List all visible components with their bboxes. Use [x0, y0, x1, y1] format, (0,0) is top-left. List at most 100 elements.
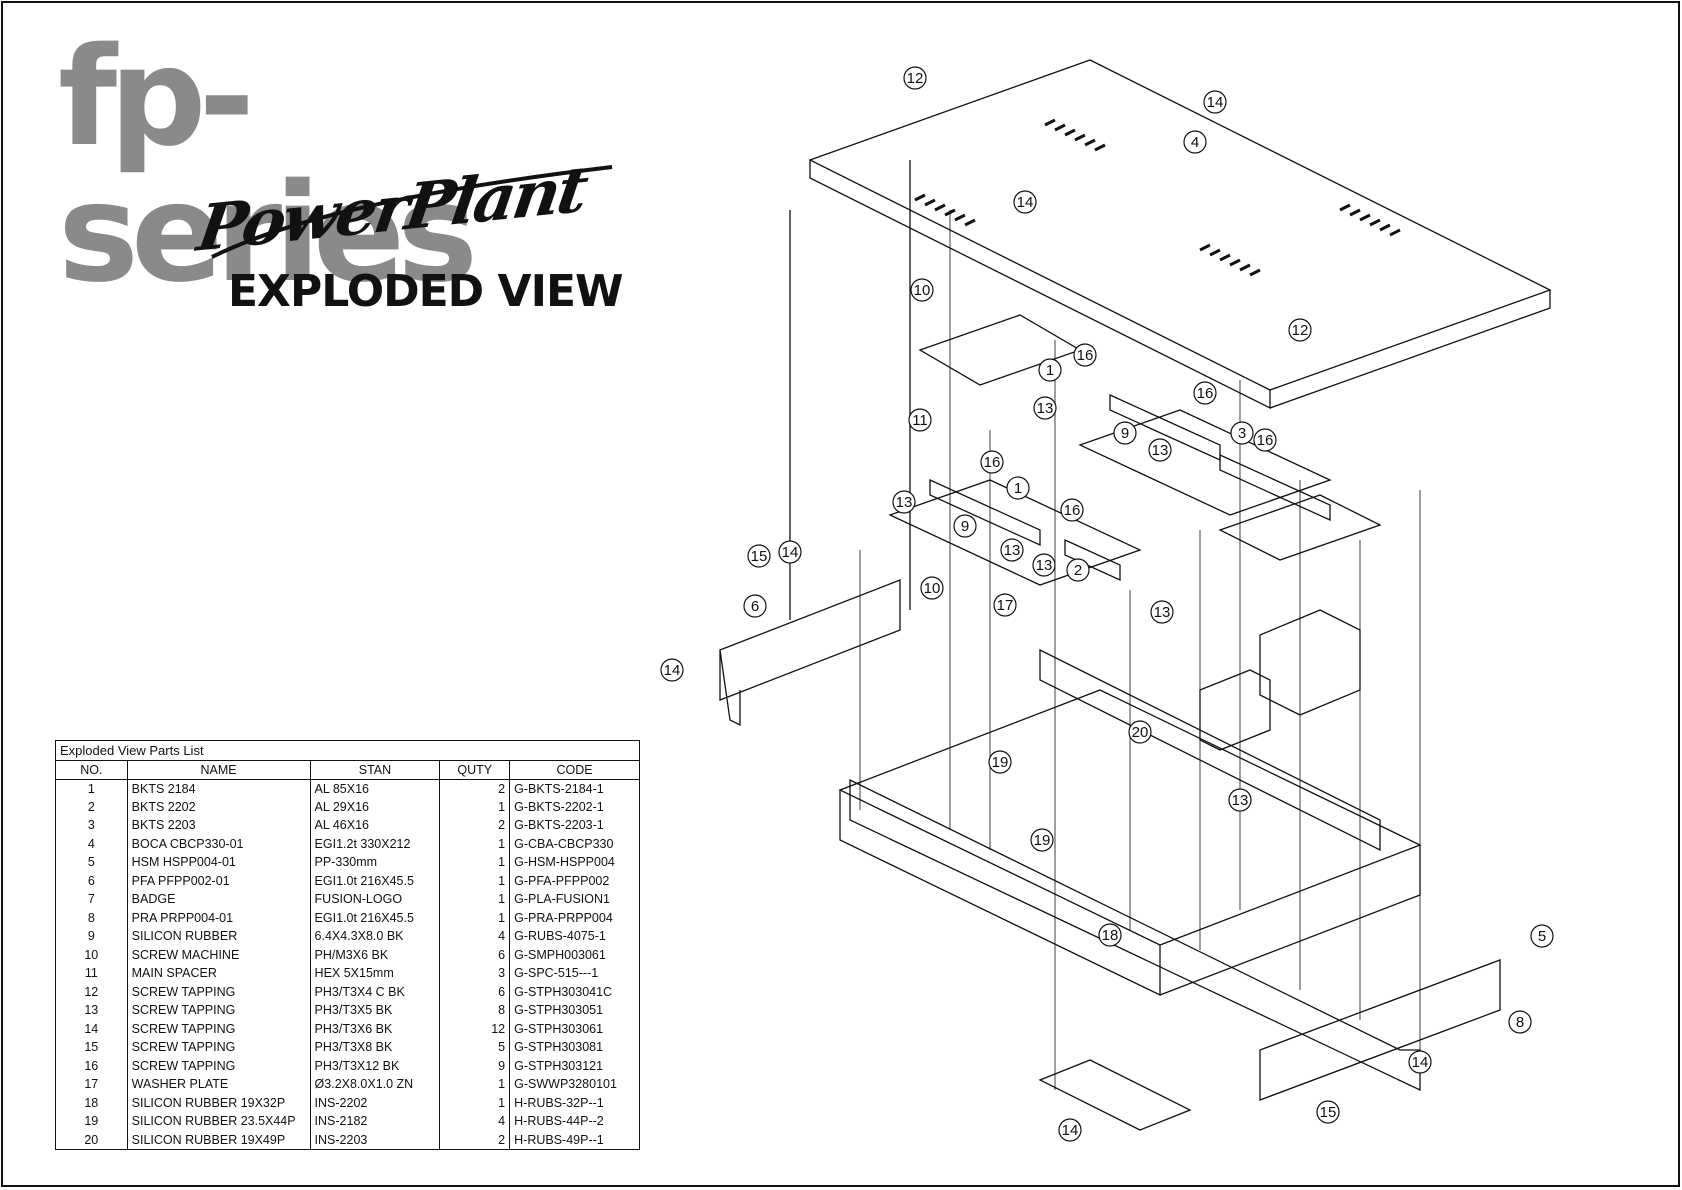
table-cell-no: 10: [55, 945, 128, 964]
table-cell-qty: 6: [439, 945, 511, 964]
callout-number: 11: [912, 412, 928, 429]
callout-bubble: 6: [743, 594, 767, 618]
table-cell-no: 19: [55, 1112, 128, 1131]
table-cell-name: PFA PFPP002-01: [126, 871, 311, 890]
callout-bubble: 14: [1013, 190, 1037, 214]
table-cell-name: SCREW TAPPING: [126, 1038, 311, 1057]
table-cell-code: G-HSM-HSPP004: [509, 853, 640, 872]
table-cell-stan: 6.4X4.3X8.0 BK: [309, 927, 441, 946]
table-cell-code: G-STPH303061: [509, 1019, 640, 1038]
table-cell-no: 8: [55, 908, 128, 927]
callout-bubble: 18: [1098, 923, 1122, 947]
table-cell-code: G-BKTS-2203-1: [509, 816, 640, 835]
callout-number: 1: [1046, 362, 1054, 379]
table-cell-no: 6: [55, 871, 128, 890]
table-cell-name: SILICON RUBBER: [126, 927, 311, 946]
column-header-quty: QUTY: [439, 760, 511, 780]
callout-bubble: 19: [1030, 828, 1054, 852]
callout-bubble: 15: [747, 544, 771, 568]
callout-number: 10: [914, 282, 931, 299]
callout-number: 13: [1036, 557, 1053, 574]
table-cell-code: G-SPC-515---1: [509, 964, 640, 983]
callout-number: 14: [782, 544, 799, 561]
callout-number: 14: [1207, 94, 1224, 111]
callout-number: 20: [1132, 724, 1149, 741]
table-cell-no: 14: [55, 1019, 128, 1038]
table-cell-stan: PH3/T3X6 BK: [309, 1019, 441, 1038]
table-cell-no: 5: [55, 853, 128, 872]
callout-number: 19: [1034, 832, 1051, 849]
callout-number: 9: [1121, 425, 1129, 442]
table-cell-code: H-RUBS-44P--2: [509, 1112, 640, 1131]
callout-bubble: 14: [1408, 1050, 1432, 1074]
callout-number: 16: [1064, 502, 1081, 519]
table-cell-stan: PH3/T3X12 BK: [309, 1056, 441, 1075]
table-cell-stan: INS-2182: [309, 1112, 441, 1131]
right-pcb-outline: [1078, 409, 1332, 516]
table-cell-qty: 1: [439, 1093, 511, 1112]
table-cell-code: G-PRA-PRPP004: [509, 908, 640, 927]
table-cell-qty: 2: [439, 779, 511, 798]
table-cell-no: 1: [55, 779, 128, 798]
callout-bubble: 16: [1073, 343, 1097, 367]
callout-bubble: 13: [1000, 538, 1024, 562]
table-cell-no: 2: [55, 797, 128, 816]
callout-number: 13: [1154, 604, 1171, 621]
table-cell-no: 7: [55, 890, 128, 909]
callout-bubble: 3: [1230, 421, 1254, 445]
callout-number: 13: [1004, 542, 1021, 559]
callout-bubble: 10: [910, 278, 934, 302]
table-cell-qty: 1: [439, 797, 511, 816]
table-cell-stan: EGI1.0t 216X45.5: [309, 908, 441, 927]
callout-bubble: 19: [988, 750, 1012, 774]
callout-number: 14: [664, 662, 681, 679]
table-cell-name: SCREW MACHINE: [126, 945, 311, 964]
table-cell-qty: 6: [439, 982, 511, 1001]
parts-list-header-row: NO. NAME STAN QUTY CODE: [55, 760, 640, 780]
callout-number: 3: [1238, 425, 1246, 442]
callout-bubble: 13: [1033, 396, 1057, 420]
callout-bubble: 12: [1288, 318, 1312, 342]
table-cell-qty: 1: [439, 834, 511, 853]
callout-bubble: 12: [903, 66, 927, 90]
callout-number: 12: [1292, 322, 1309, 339]
table-cell-qty: 1: [439, 871, 511, 890]
callout-number: 15: [1320, 1104, 1337, 1121]
table-cell-stan: PH3/T3X4 C BK: [309, 982, 441, 1001]
table-cell-stan: INS-2203: [309, 1130, 441, 1149]
callout-bubble: 13: [1228, 788, 1252, 812]
table-cell-code: G-PFA-PFPP002: [509, 871, 640, 890]
callout-bubble: 16: [1253, 428, 1277, 452]
callout-number: 16: [1077, 347, 1094, 364]
table-cell-name: SILICON RUBBER 19X32P: [126, 1093, 311, 1112]
callout-bubble: 1: [1038, 358, 1062, 382]
callout-bubble: 13: [1032, 553, 1056, 577]
callout-bubble: 8: [1508, 1010, 1532, 1034]
callout-number: 16: [1197, 385, 1214, 402]
table-cell-no: 13: [55, 1001, 128, 1020]
callout-number: 10: [924, 580, 941, 597]
callout-bubble: 2: [1066, 558, 1090, 582]
callout-bubble: 14: [778, 540, 802, 564]
table-cell-qty: 8: [439, 1001, 511, 1020]
table-cell-name: WASHER PLATE: [126, 1075, 311, 1094]
table-cell-code: G-STPH303081: [509, 1038, 640, 1057]
table-cell-name: SCREW TAPPING: [126, 1019, 311, 1038]
callout-number: 13: [1232, 792, 1249, 809]
callout-number: 5: [1538, 928, 1546, 945]
table-cell-name: SILICON RUBBER 19X49P: [126, 1130, 311, 1149]
callout-bubble: 13: [1148, 438, 1172, 462]
table-cell-name: BOCA CBCP330-01: [126, 834, 311, 853]
callout-number: 16: [984, 454, 1001, 471]
callout-number: 14: [1412, 1054, 1429, 1071]
callout-bubble: 13: [1150, 600, 1174, 624]
column-header-stan: STAN: [309, 760, 441, 780]
